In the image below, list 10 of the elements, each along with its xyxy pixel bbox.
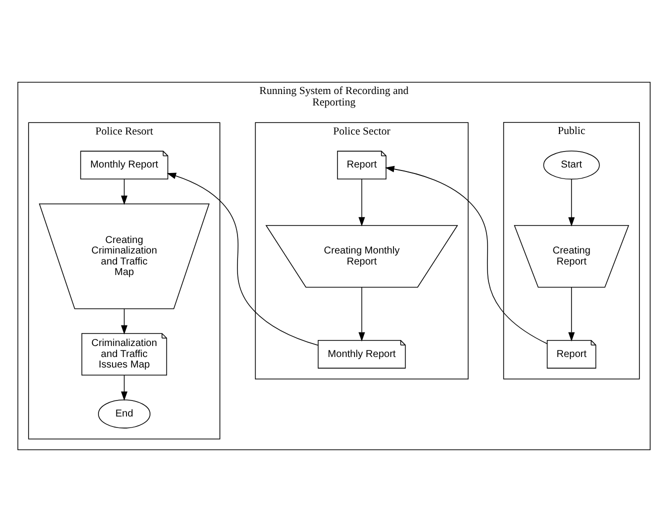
arrow	[358, 178, 365, 226]
arrow	[121, 178, 128, 204]
node-ellipse: End	[98, 399, 150, 428]
arrow	[121, 308, 128, 334]
arrow	[121, 374, 128, 400]
arrow	[166, 172, 318, 346]
arrow	[568, 286, 575, 341]
arrow	[358, 286, 365, 341]
node-ellipse: Start	[543, 150, 600, 180]
arrow	[568, 178, 575, 226]
